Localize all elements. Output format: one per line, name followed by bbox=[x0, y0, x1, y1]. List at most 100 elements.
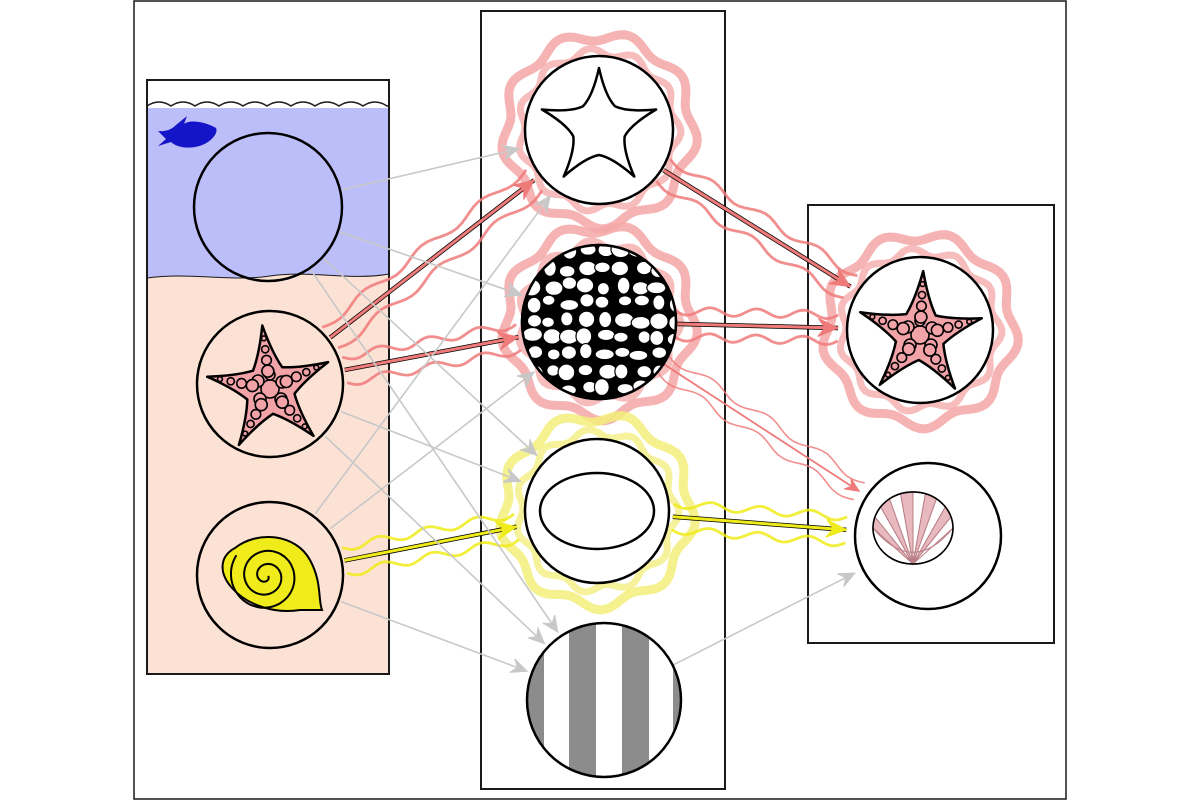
node-spiral-shell bbox=[195, 500, 345, 650]
starfish-spot bbox=[869, 313, 876, 321]
bubble bbox=[613, 312, 635, 328]
wavy-line bbox=[656, 371, 854, 501]
node-starfish-spotted bbox=[195, 309, 345, 459]
starfish-outline-icon bbox=[540, 66, 658, 178]
starfish-spot bbox=[937, 364, 947, 373]
bubble bbox=[526, 313, 543, 328]
wavy-line bbox=[667, 354, 865, 484]
bubble bbox=[557, 363, 576, 382]
starfish-spot bbox=[284, 404, 296, 416]
bubble bbox=[544, 280, 564, 297]
bubble bbox=[628, 349, 649, 362]
bubble bbox=[594, 261, 611, 274]
starfish-spot bbox=[954, 320, 964, 329]
starfish-spot bbox=[235, 377, 248, 390]
bubble bbox=[546, 348, 561, 361]
environment-frame bbox=[146, 79, 390, 675]
spotted-starfish-icon bbox=[205, 324, 330, 447]
starfish-spot bbox=[919, 280, 926, 288]
bubble bbox=[575, 277, 595, 294]
empty-circle-icon bbox=[192, 131, 344, 283]
starfish-spot bbox=[966, 318, 973, 325]
bubble bbox=[614, 346, 631, 359]
wavy-line bbox=[341, 323, 517, 361]
starfish-spot bbox=[930, 323, 945, 338]
starfish-spot bbox=[216, 375, 224, 383]
starfish-spot bbox=[301, 423, 308, 430]
bubble bbox=[579, 293, 595, 308]
bubble bbox=[596, 281, 610, 296]
starfish-spot bbox=[301, 367, 311, 377]
glow-ring-outer bbox=[495, 411, 700, 615]
striped-circle-icon bbox=[527, 623, 681, 777]
arrow-head bbox=[542, 614, 559, 634]
bubble bbox=[649, 312, 669, 331]
bubble bbox=[577, 310, 596, 329]
spiral-shell-icon bbox=[221, 535, 324, 612]
bubble bbox=[559, 298, 580, 312]
bubble bbox=[596, 328, 616, 342]
bubble bbox=[668, 314, 676, 332]
starfish-spot bbox=[890, 361, 900, 371]
oval-icon bbox=[538, 471, 656, 551]
wavy-line bbox=[673, 501, 848, 522]
arrow-head bbox=[503, 282, 523, 298]
node-striped bbox=[525, 621, 683, 779]
starfish-spot bbox=[887, 319, 899, 331]
wavy-line bbox=[674, 332, 839, 347]
wavy-line bbox=[655, 180, 844, 300]
arrow-line bbox=[671, 572, 856, 667]
arrow-head bbox=[837, 572, 856, 588]
starfish-spot bbox=[878, 316, 888, 326]
arrow-line bbox=[329, 178, 536, 339]
bubble bbox=[598, 310, 613, 329]
arrow-head bbox=[519, 439, 538, 457]
starfish-spot bbox=[290, 371, 302, 383]
starfish-spot bbox=[246, 419, 255, 429]
bubble bbox=[546, 364, 561, 377]
wavy-line bbox=[346, 538, 520, 577]
bubble bbox=[558, 264, 576, 278]
urchin-rim bbox=[872, 527, 954, 553]
arrow-line bbox=[314, 195, 551, 515]
wavy-line bbox=[321, 169, 528, 329]
starfish-spot bbox=[942, 321, 954, 334]
starfish-spot bbox=[944, 374, 952, 381]
starfish-spot bbox=[245, 378, 260, 393]
arrow-head bbox=[825, 518, 848, 538]
starfish-spot bbox=[896, 321, 910, 336]
bubble bbox=[630, 315, 651, 330]
starfish-spot bbox=[241, 430, 249, 437]
arrow-head bbox=[527, 627, 546, 645]
starfish-spot bbox=[260, 344, 270, 354]
starfish-spot bbox=[914, 310, 928, 324]
arrow-line bbox=[340, 600, 528, 673]
bubble bbox=[541, 316, 555, 329]
arrow-line bbox=[329, 371, 535, 530]
bubble bbox=[522, 326, 544, 342]
bubble bbox=[594, 295, 610, 309]
bubble bbox=[646, 281, 667, 295]
bubble bbox=[541, 294, 556, 306]
bubble bbox=[578, 260, 598, 277]
arrow-line bbox=[310, 269, 559, 633]
arrow-line bbox=[662, 362, 860, 493]
arrow-head bbox=[512, 179, 536, 200]
arrow-head bbox=[494, 521, 518, 540]
starfish-spot bbox=[226, 376, 236, 386]
glow-ring-inner bbox=[513, 425, 683, 596]
arrow-head bbox=[534, 194, 551, 214]
bubble bbox=[610, 260, 630, 277]
arrow-head bbox=[502, 468, 522, 483]
starfish-spot bbox=[254, 397, 269, 412]
node-urchin-shell bbox=[853, 461, 1003, 611]
arrow-head bbox=[509, 658, 529, 673]
bubble bbox=[617, 295, 633, 307]
arrow-head bbox=[516, 371, 535, 388]
starfish-spot bbox=[250, 408, 262, 420]
starfish-spot bbox=[260, 354, 273, 366]
arrow-layer bbox=[310, 144, 865, 673]
starfish-spot bbox=[260, 335, 268, 342]
